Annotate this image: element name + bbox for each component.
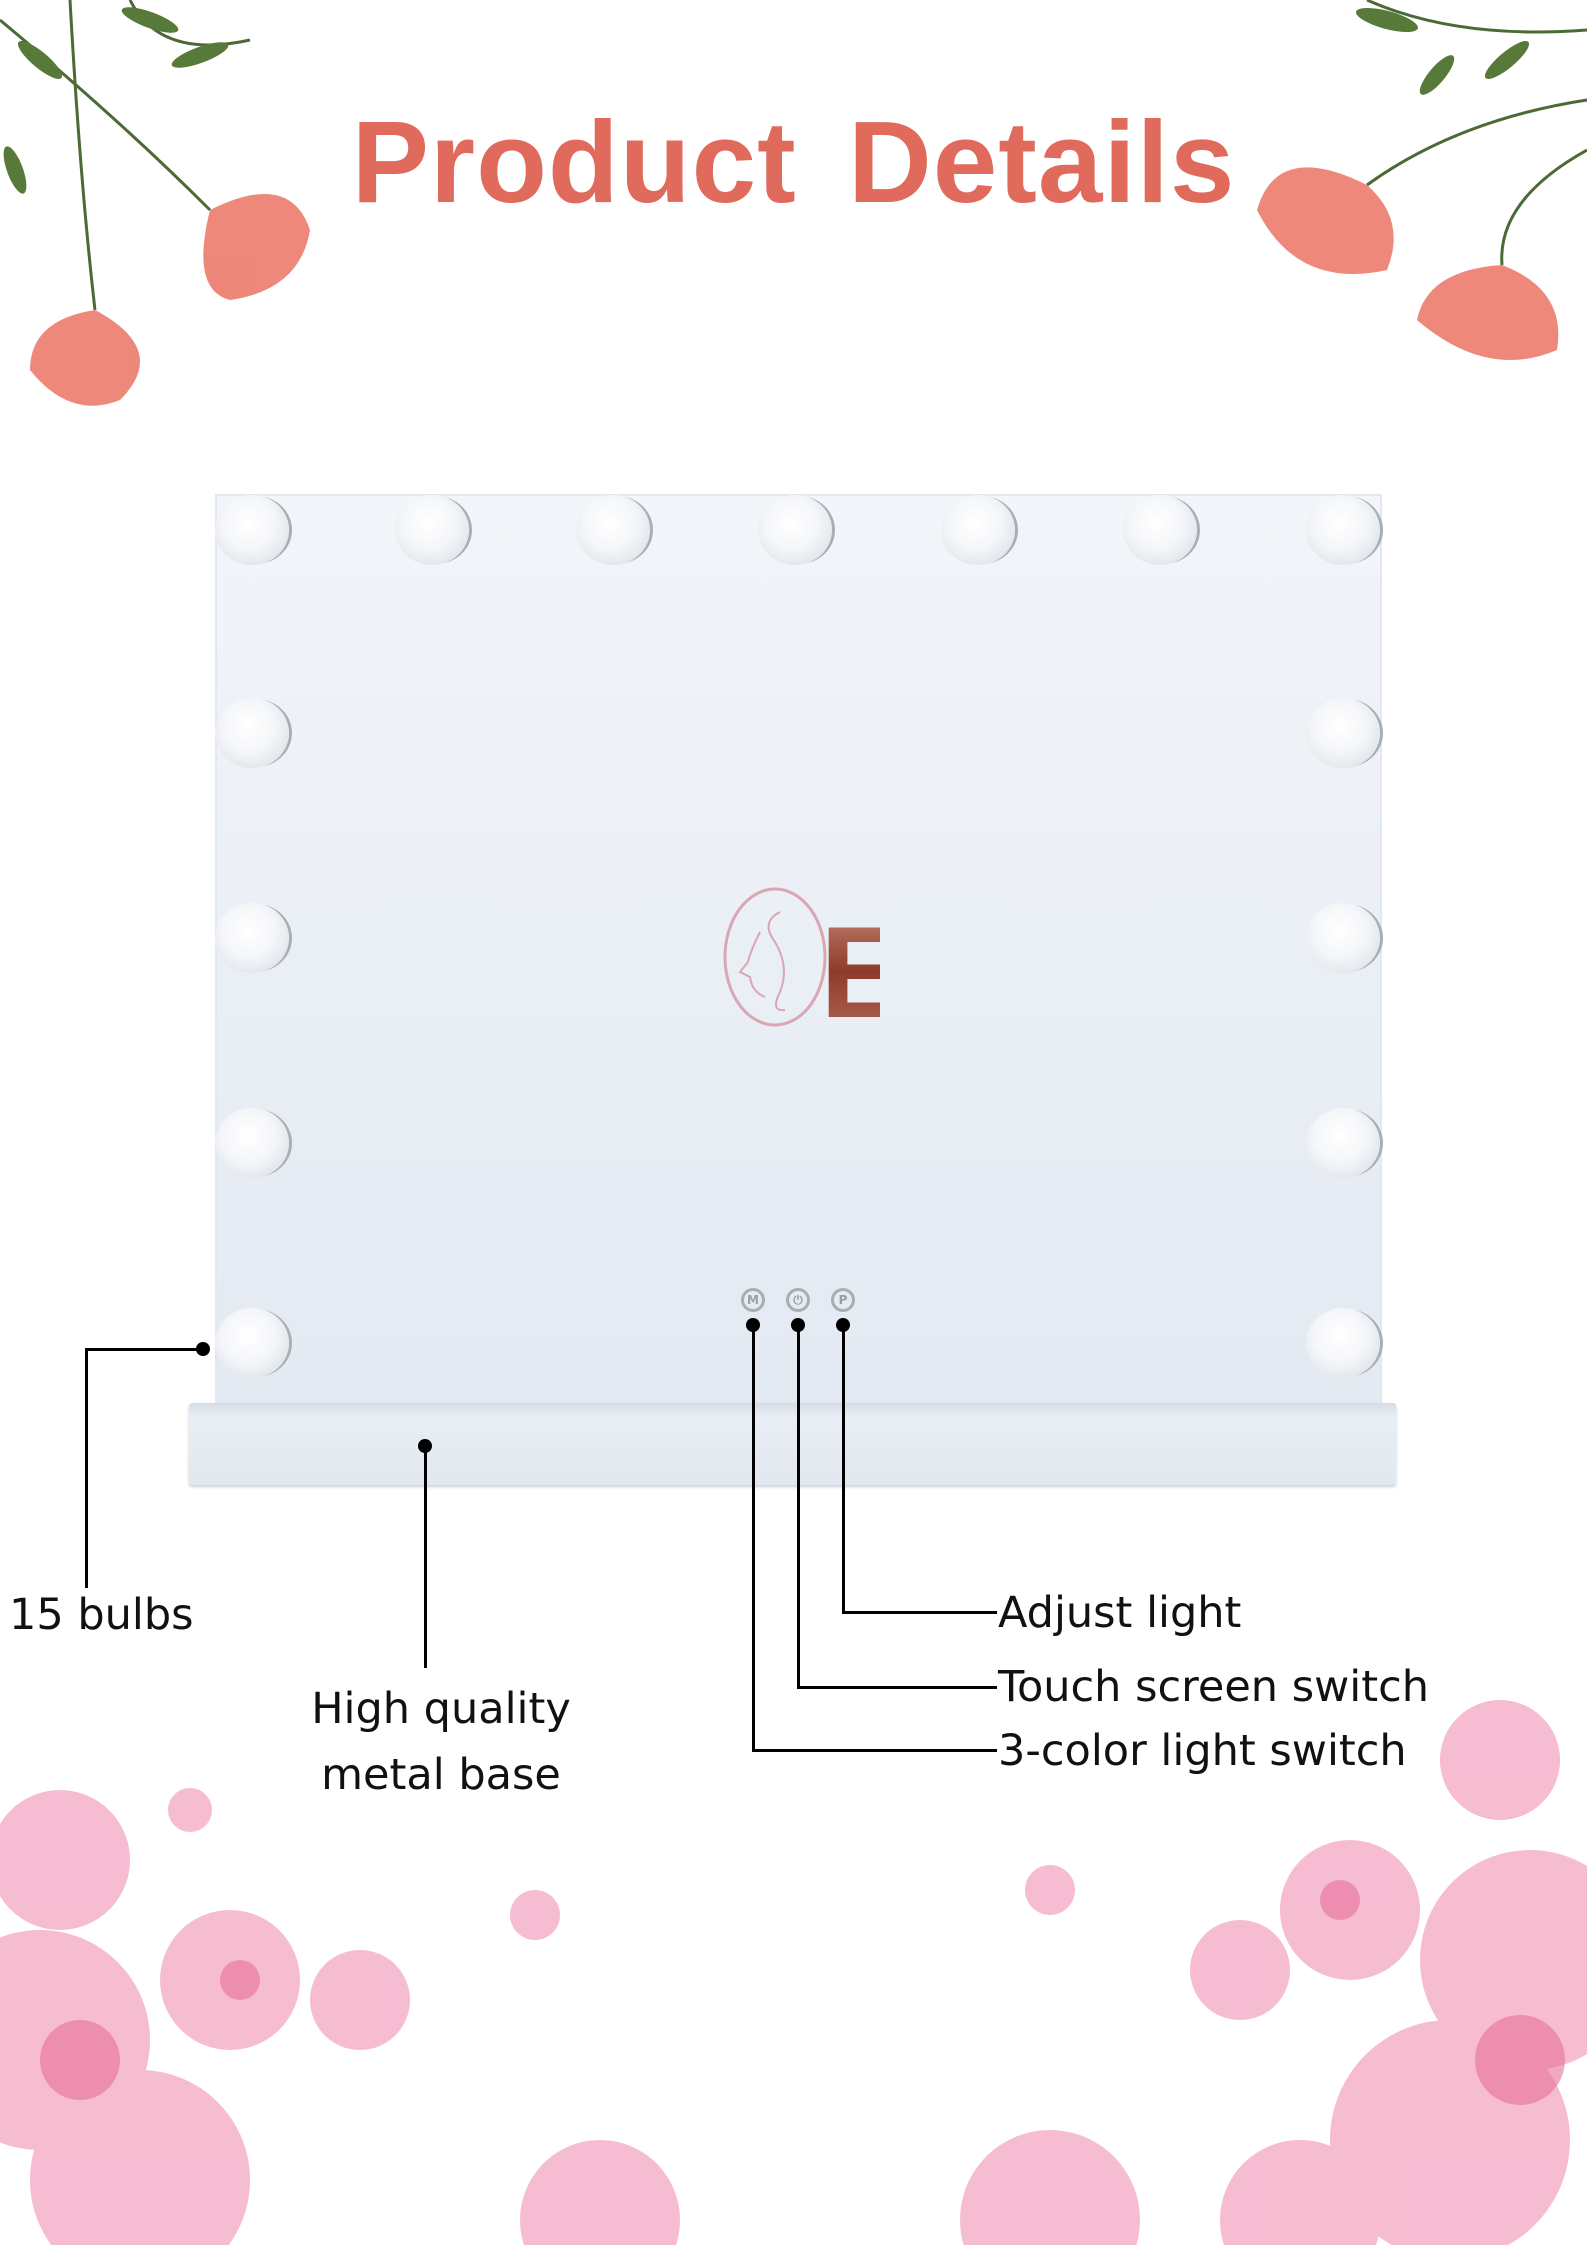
bulb	[215, 495, 289, 565]
callout-line	[842, 1611, 997, 1614]
mode-icon: M	[747, 1293, 759, 1307]
bulb	[215, 1108, 289, 1178]
callout-line	[424, 1446, 427, 1668]
color-switch-label: 3-color light switch	[998, 1726, 1407, 1776]
callout-dot	[196, 1342, 210, 1356]
bulbs-label: 15 bulbs	[9, 1590, 194, 1640]
bulb	[941, 495, 1015, 565]
brightness-icon: P	[838, 1293, 848, 1307]
floral-decoration-top-left	[0, 0, 310, 406]
power-button[interactable]: ⏻	[786, 1288, 810, 1312]
callout-line	[86, 1348, 203, 1351]
bulb	[215, 903, 289, 973]
bulb	[1306, 1308, 1380, 1378]
brightness-button[interactable]: P	[831, 1288, 855, 1312]
bulb	[215, 698, 289, 768]
callout-line	[752, 1325, 755, 1750]
bulb	[1123, 495, 1197, 565]
bulb	[758, 495, 832, 565]
callout-line	[797, 1325, 800, 1687]
touch-switch-label: Touch screen switch	[998, 1662, 1429, 1712]
brand-logo: E	[723, 887, 880, 1032]
vanity-mirror	[215, 494, 1382, 1404]
floral-decoration-top-right	[1257, 0, 1587, 360]
bulb	[1306, 1108, 1380, 1178]
callout-line	[842, 1325, 845, 1612]
callout-line	[752, 1749, 997, 1752]
bulb	[1306, 903, 1380, 973]
callout-line	[797, 1686, 997, 1689]
base-label-line1: High quality	[311, 1684, 571, 1734]
bulb	[215, 1308, 289, 1378]
bulb	[1306, 698, 1380, 768]
page-title: Product Details	[351, 97, 1236, 227]
bulb	[395, 495, 469, 565]
base-label-line2: metal base	[321, 1750, 561, 1800]
bulb	[576, 495, 650, 565]
bulb	[1306, 495, 1380, 565]
logo-letter: E	[820, 899, 880, 1032]
callout-line	[85, 1348, 88, 1588]
power-icon: ⏻	[793, 1293, 803, 1307]
metal-base	[189, 1403, 1396, 1485]
adjust-light-label: Adjust light	[998, 1588, 1242, 1638]
mode-button[interactable]: M	[741, 1288, 765, 1312]
floral-decoration-bottom	[0, 1700, 1587, 2245]
